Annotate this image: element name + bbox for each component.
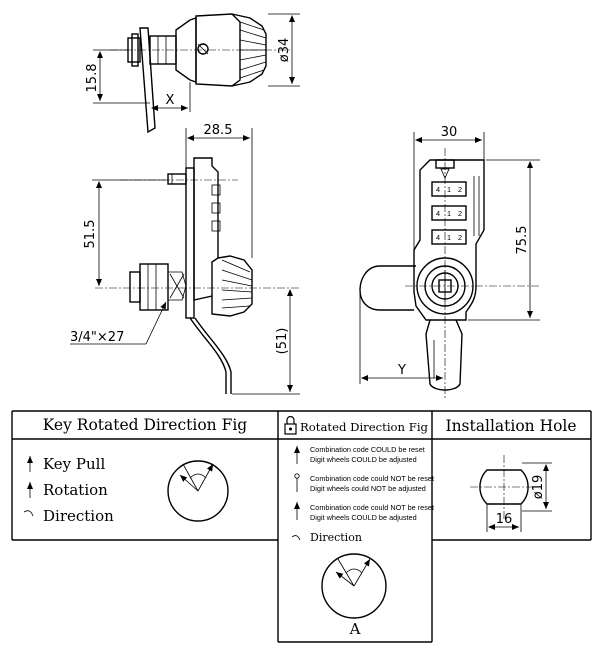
bottom-panel-frames [11, 410, 592, 643]
wheel-digit: 1 [447, 233, 451, 242]
wheel-digits: 4 1 2 4 1 2 4 1 2 [436, 185, 462, 242]
wheel-digit: 4 [436, 233, 440, 242]
padlock-icon [284, 415, 297, 435]
wheel-digit: 4 [436, 185, 440, 194]
middle-side-view [70, 128, 300, 395]
rotated-note-line: Digit wheels could NOT be adjusted [310, 484, 426, 493]
dim-x: X [166, 93, 175, 108]
wheel-digit: 1 [447, 209, 451, 218]
rotated-note-icons [291, 446, 301, 541]
key-legend-label: Key Pull [43, 455, 105, 473]
figure-label-a: A [349, 620, 361, 638]
rotated-direction-circle [321, 553, 387, 619]
wheel-digit: 1 [447, 185, 451, 194]
rotated-note-line: Digit wheels COULD be adjusted [310, 513, 417, 522]
install-panel-title: Installation Hole [445, 417, 576, 435]
dim-51: (51) [275, 328, 290, 355]
dim-30: 30 [441, 125, 458, 140]
dim-15-8: 15.8 [85, 64, 100, 93]
top-side-view [93, 13, 300, 134]
installation-hole-drawing [470, 455, 552, 532]
rotated-direction-label: Direction [310, 531, 362, 544]
dim-51-5: 51.5 [83, 220, 98, 249]
dim-75-5: 75.5 [515, 226, 530, 255]
front-view [359, 132, 540, 398]
dim-diameter-34: ø34 [277, 38, 292, 63]
wheel-digit: 4 [436, 209, 440, 218]
rotated-note-line: Combination code could NOT be reset [310, 503, 434, 512]
dim-16: 16 [496, 512, 513, 527]
wheel-digit: 2 [458, 185, 462, 194]
dim-28-5: 28.5 [204, 123, 233, 138]
rotated-note-line: Digit wheels COULD be adjusted [310, 455, 417, 464]
key-rotation-circle [167, 460, 229, 522]
key-legend-label: Rotation [43, 481, 108, 499]
dim-diameter-19: ø19 [531, 475, 546, 500]
dim-thread: 3/4"×27 [70, 330, 124, 345]
key-legend-icons [23, 456, 34, 517]
wheel-digit: 2 [458, 233, 462, 242]
rotated-note-line: Combination code COULD be reset [310, 445, 425, 454]
wheel-digit: 2 [458, 209, 462, 218]
dim-y: Y [397, 363, 406, 378]
rotated-note-line: Combination code could NOT be reset [310, 474, 434, 483]
key-legend-label: Direction [43, 507, 114, 525]
rotated-panel-title: Rotated Direction Fig [300, 421, 428, 434]
key-panel-title: Key Rotated Direction Fig [43, 416, 248, 434]
